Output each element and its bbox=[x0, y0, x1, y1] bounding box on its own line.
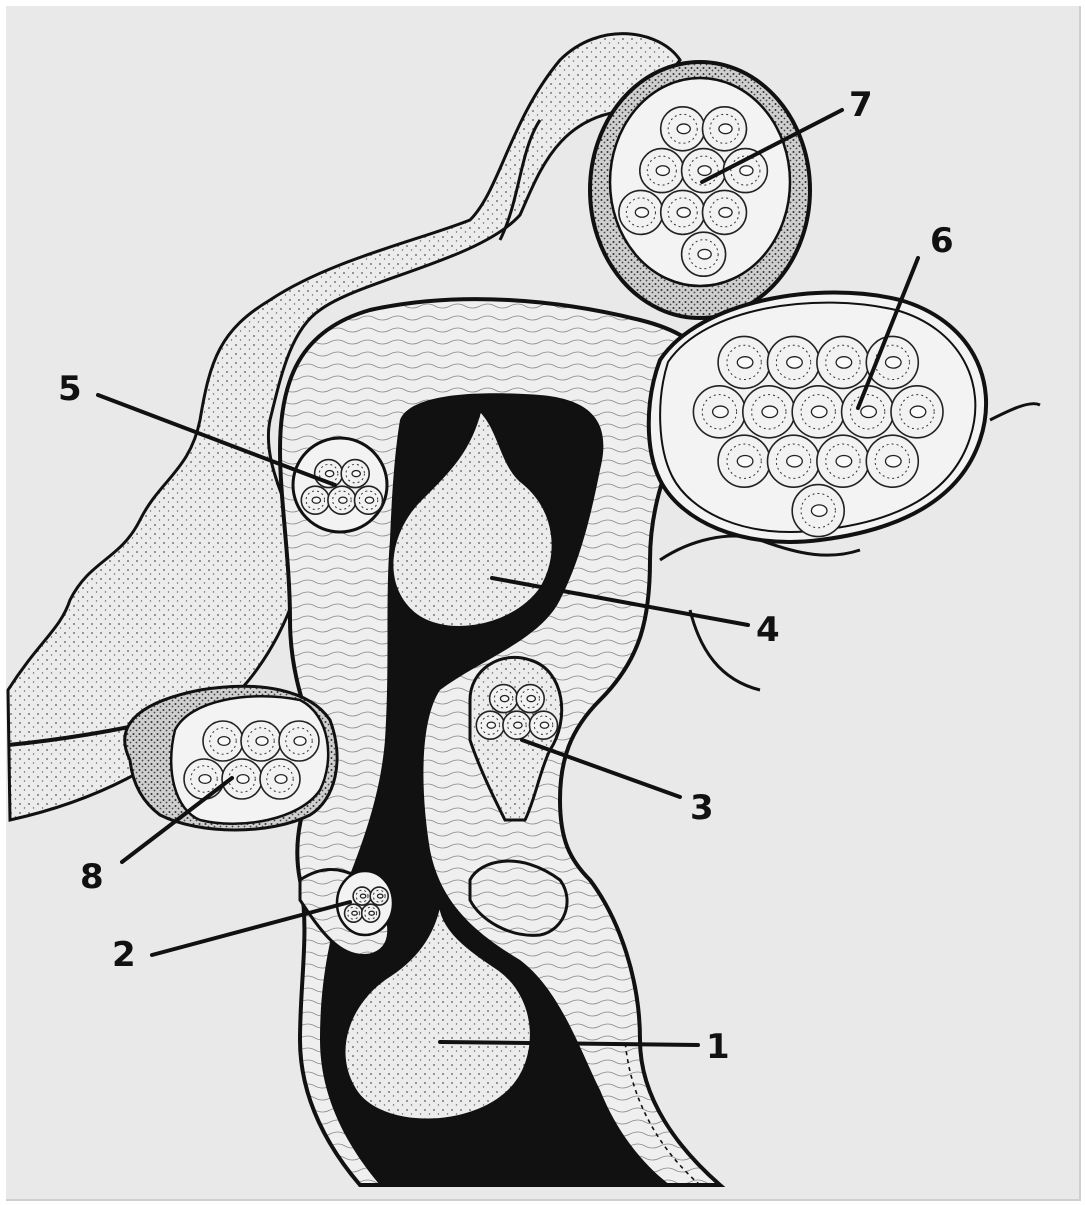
label-1: 1 bbox=[706, 1027, 730, 1067]
label-4: 4 bbox=[756, 610, 780, 650]
label-5: 5 bbox=[58, 369, 82, 409]
fibroid-5 bbox=[293, 438, 387, 532]
label-6: 6 bbox=[930, 221, 954, 261]
label-8: 8 bbox=[80, 857, 104, 897]
label-2: 2 bbox=[112, 935, 136, 975]
label-3: 3 bbox=[690, 788, 714, 828]
label-7: 7 bbox=[849, 85, 873, 125]
